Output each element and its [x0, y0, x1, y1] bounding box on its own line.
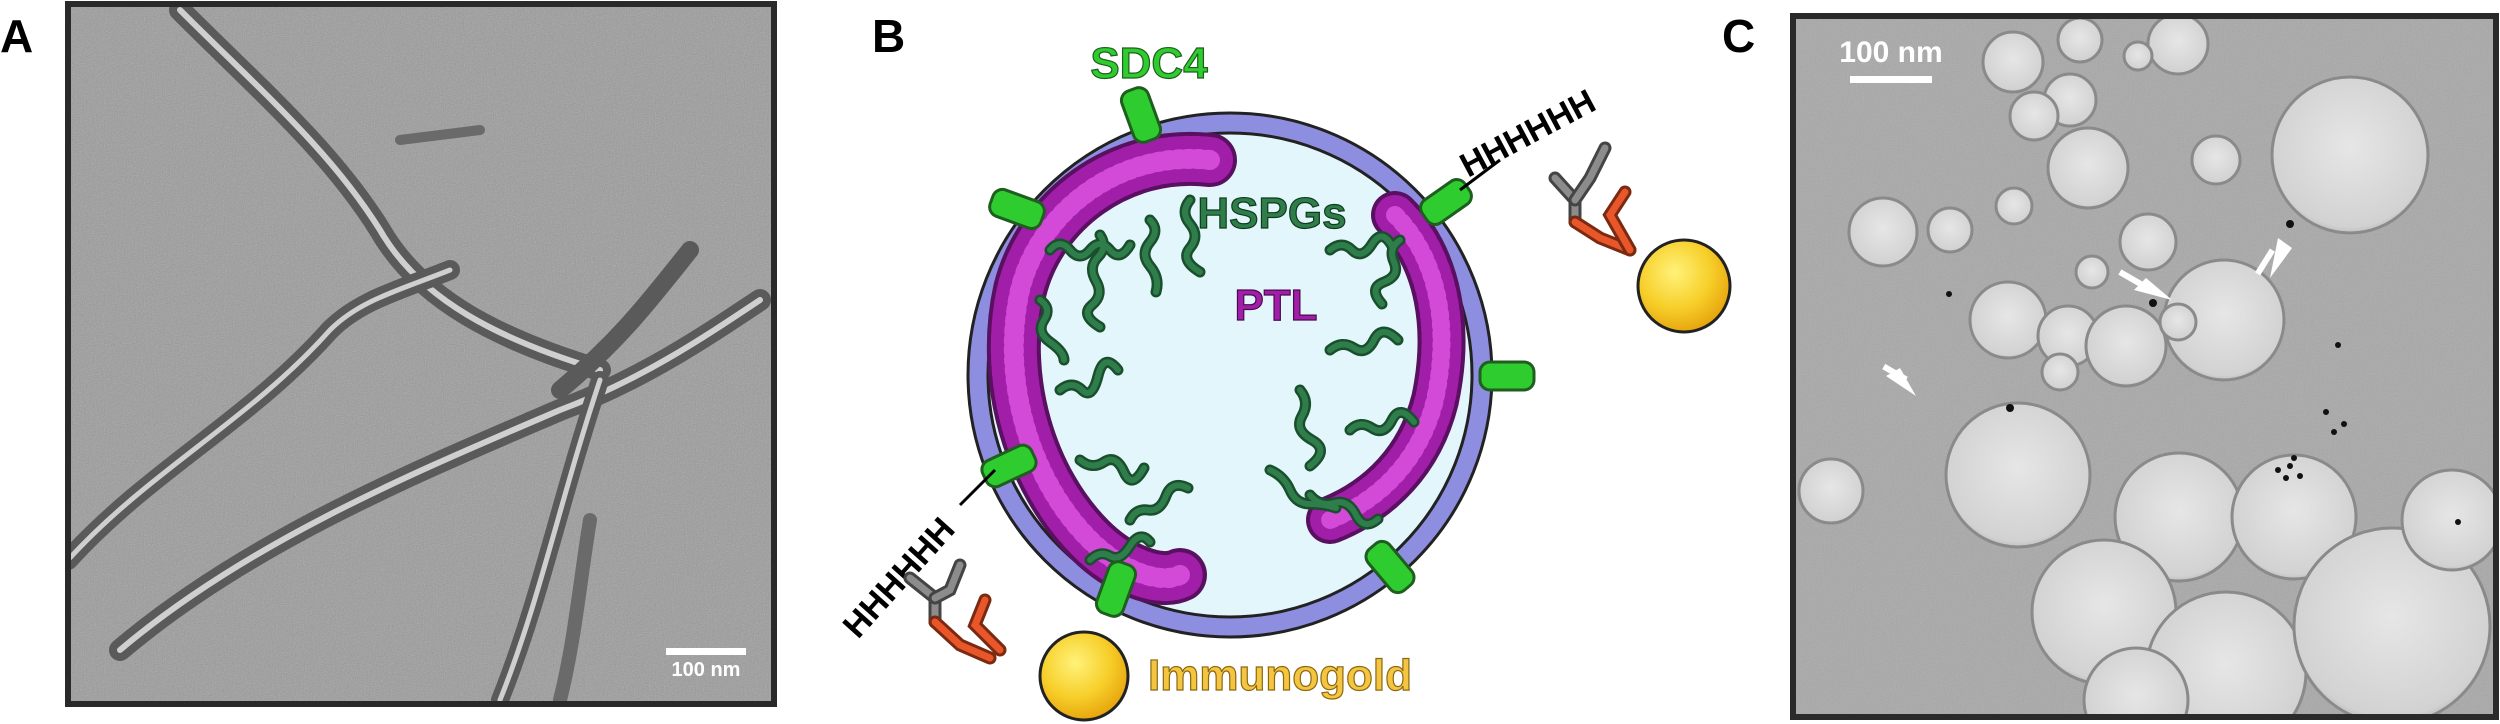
- panel-b: B: [836, 10, 1732, 722]
- panel-c-scale-bar: [1850, 76, 1932, 83]
- label-immunogold: Immunogold: [1148, 651, 1412, 700]
- panel-c-letter: C: [1722, 10, 1755, 62]
- his-tag-upper: HHHHHH: [1454, 82, 1602, 185]
- immunogold-complex-lower: [903, 558, 1130, 722]
- droplets: [1797, 16, 2496, 717]
- immunogold-complex-upper: [1548, 141, 1732, 334]
- sdc4-receptor: [1478, 360, 1536, 392]
- panel-a-micrograph: 100 nm: [68, 4, 774, 704]
- arrow-indicator: [2270, 238, 2292, 278]
- gold-particle: [1636, 238, 1732, 334]
- panel-a-scale-label: 100 nm: [672, 659, 741, 681]
- panel-c-micrograph: 100 nm: [1793, 16, 2496, 717]
- fibril-strands: [68, 4, 771, 704]
- label-hspgs: HSPGs: [1197, 189, 1346, 238]
- label-ptl: PTL: [1234, 281, 1317, 330]
- label-sdc4: SDC4: [1090, 39, 1208, 88]
- panel-a: A 100 nm: [0, 1, 777, 707]
- gold-particle: [1038, 630, 1130, 722]
- panel-c: C: [1722, 10, 2499, 720]
- arrows: [1882, 238, 2292, 396]
- sdc4-receptor: [1419, 178, 1473, 226]
- ptl-fibril-right: [1306, 191, 1466, 544]
- sdc4-receptor: [1119, 86, 1163, 144]
- sdc4-receptor: [1364, 539, 1416, 595]
- gold-dots: [1946, 220, 2461, 525]
- panel-c-scale-label: 100 nm: [1839, 36, 1942, 69]
- panel-a-scale-bar: [666, 648, 746, 655]
- panel-a-letter: A: [0, 10, 33, 62]
- sdc4-receptors: [980, 86, 1536, 618]
- panel-b-letter: B: [872, 10, 905, 62]
- sdc4-receptor: [988, 187, 1046, 231]
- sdc4-receptor: [980, 443, 1038, 489]
- sdc4-receptor: [1094, 560, 1138, 618]
